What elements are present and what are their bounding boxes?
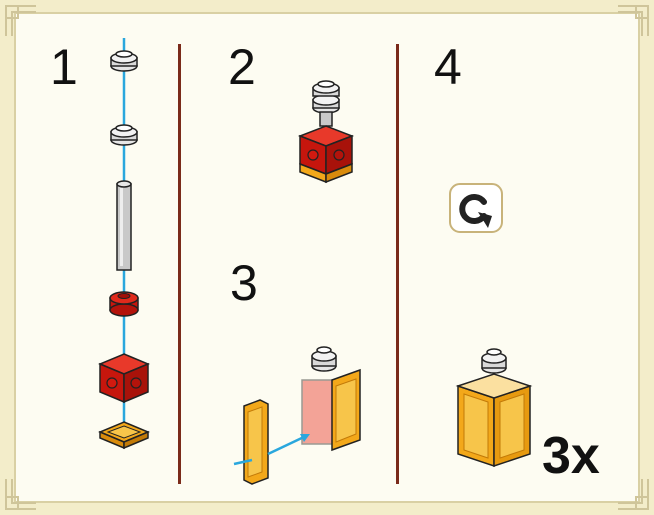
quantity-multiplier: 3x — [542, 430, 600, 482]
step-number-2: 2 — [228, 42, 256, 92]
red-round-piece — [110, 292, 138, 316]
step-number-4: 4 — [434, 42, 462, 92]
corner-ornament-bottom-left — [4, 477, 38, 511]
grey-cap-piece — [111, 51, 137, 71]
step-1-illustration — [90, 36, 170, 456]
grey-cap-stack — [482, 349, 506, 373]
step-4-illustration — [448, 336, 548, 476]
grey-cap-stack — [312, 347, 336, 371]
panel-divider-2 — [396, 44, 399, 484]
grey-bar-piece — [117, 181, 131, 270]
red-headlight-brick — [100, 354, 148, 402]
step-number-3: 3 — [230, 258, 258, 308]
gold-panel-attached — [332, 370, 360, 450]
corner-ornament-top-right — [616, 4, 650, 38]
corner-ornament-top-left — [4, 4, 38, 38]
gold-tile-piece — [100, 422, 148, 448]
gold-panel-front-right — [494, 386, 530, 466]
rotate-model-icon — [448, 182, 504, 234]
gold-panel-front-left — [458, 386, 494, 466]
grey-cap-piece — [111, 125, 137, 145]
step-number-1: 1 — [50, 42, 78, 92]
panel-divider-1 — [178, 44, 181, 484]
corner-ornament-bottom-right — [616, 477, 650, 511]
gold-panel-loose — [244, 400, 268, 484]
step-2-illustration — [290, 70, 370, 200]
grey-cap-stack — [313, 81, 339, 126]
step-3-illustration — [232, 336, 382, 486]
assembly-arrow — [268, 436, 306, 454]
